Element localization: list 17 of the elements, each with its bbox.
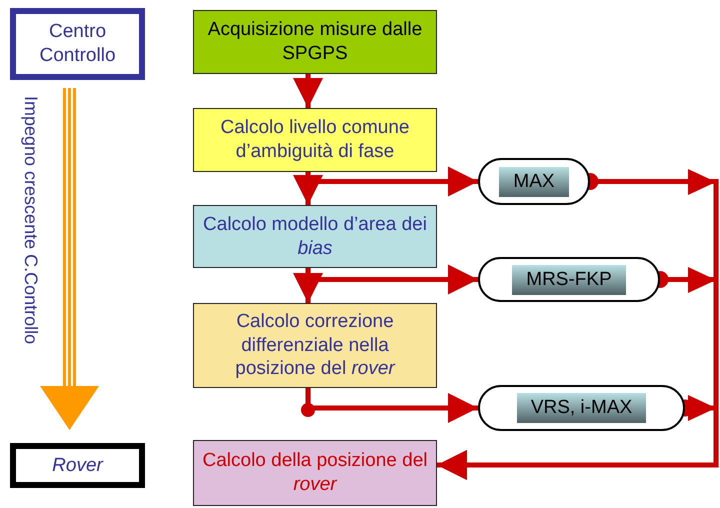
entity-box: Rover [10, 443, 145, 488]
process-box: Calcolo correzione differenziale nella posizione del rover [193, 303, 437, 388]
method-label: MAX [499, 166, 569, 196]
process-box: Calcolo della posizione del rover [193, 440, 437, 506]
method-pill [478, 385, 685, 431]
method-label: MRS-FKP [512, 264, 626, 294]
process-box: Acquisizione misure dalle SPGPS [193, 10, 437, 74]
arrow [293, 74, 323, 108]
arrow [306, 388, 478, 423]
method-pill [478, 158, 590, 205]
method-label: VRS, i-MAX [516, 393, 646, 423]
process-box: Calcolo livello comune d’ambiguità di fase [193, 108, 437, 172]
method-pill [478, 257, 660, 302]
process-box: Calcolo modello d’area dei bias [193, 205, 437, 268]
entity-box: Centro Controllo [10, 8, 145, 80]
arrow [293, 172, 323, 205]
axis-label: Impegno crescente C.Controllo [20, 96, 41, 344]
